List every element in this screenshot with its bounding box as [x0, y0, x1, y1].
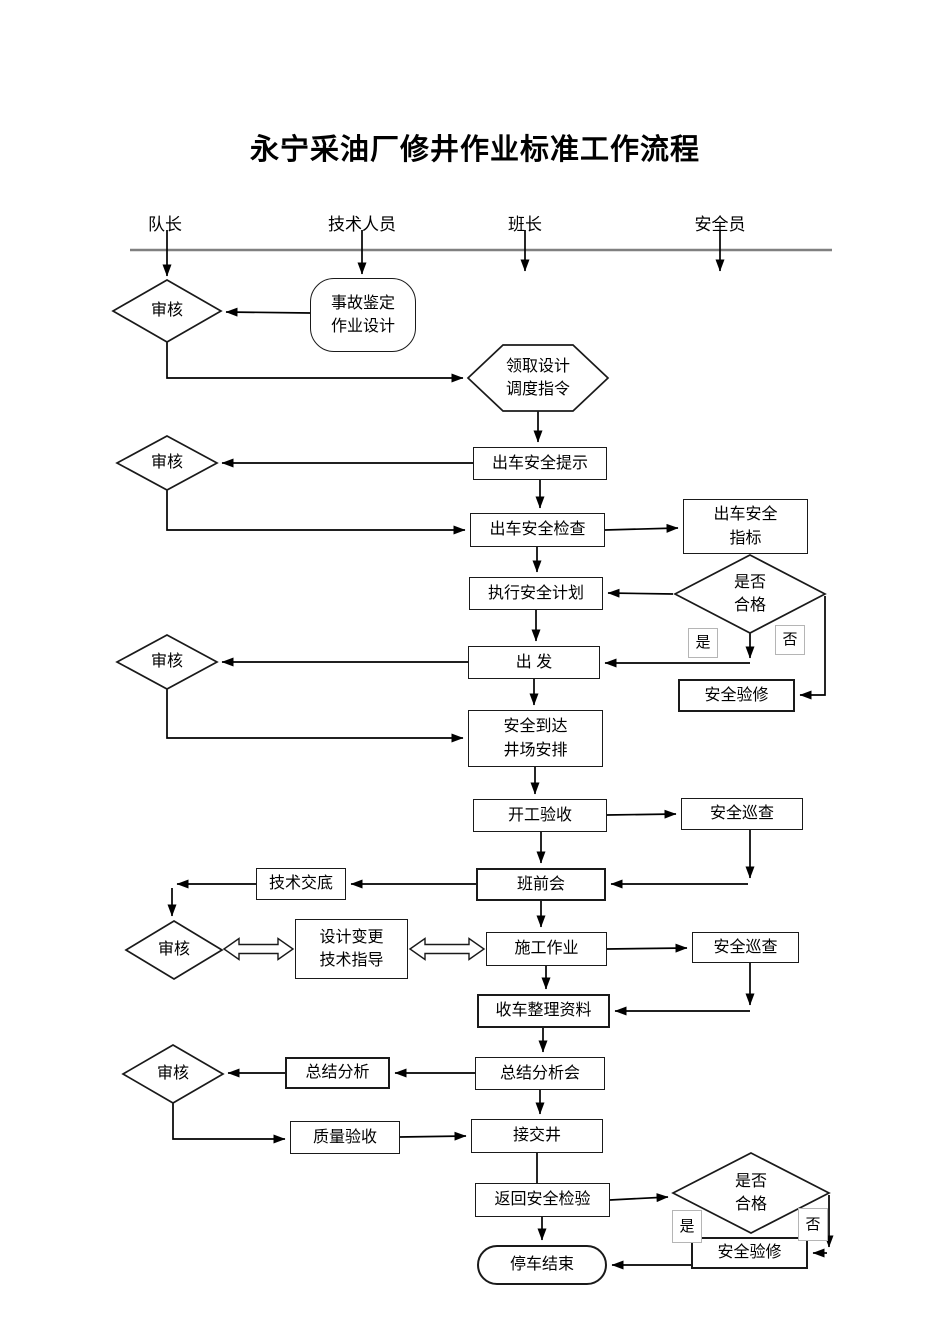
node-tech-briefing: 技术交底 [256, 868, 346, 900]
diamond-review-5 [121, 1044, 225, 1104]
node-depart-tip: 出车安全提示 [473, 447, 607, 480]
lane-safety-officer: 安全员 [694, 214, 746, 234]
node-return-check: 返回安全检验 [475, 1183, 610, 1217]
edge-construction-to-patrol2 [606, 943, 688, 953]
edge-return-to-qualified2 [609, 1193, 669, 1203]
node-arrive-site: 安全到达 井场安排 [468, 710, 603, 767]
lane-technician: 技术人员 [328, 214, 396, 234]
label-no-1: 否 [775, 625, 805, 655]
edge-review2-to-depart-check [166, 490, 466, 535]
diamond-qualified-1 [673, 554, 827, 634]
node-pack-up: 收车整理资料 [477, 994, 610, 1028]
diamond-review-2 [115, 435, 219, 491]
node-summary-analysis: 总结分析 [285, 1057, 390, 1089]
diamond-review-3 [115, 634, 219, 690]
label-qualified-1: 是否 合格 [733, 573, 766, 614]
edge-review5-to-quality [172, 1103, 286, 1144]
node-safety-patrol-2: 安全巡查 [692, 932, 799, 963]
diamond-review-1 [111, 279, 223, 343]
hexagon-receive-order [466, 344, 610, 412]
label-review-4: 审核 [157, 941, 190, 959]
label-no-2: 否 [798, 1208, 828, 1241]
node-start-acceptance: 开工验收 [473, 799, 607, 832]
edge-qualified1-to-exec [607, 588, 674, 598]
label-yes-2: 是 [672, 1210, 702, 1243]
node-stop-end: 停车结束 [477, 1245, 607, 1285]
node-exec-plan: 执行安全计划 [469, 577, 603, 610]
label-review-2: 审核 [150, 454, 183, 472]
node-accident-design: 事故鉴定 作业设计 [310, 278, 416, 352]
edge-review1-to-receive [166, 342, 464, 383]
node-depart-check: 出车安全检查 [470, 513, 605, 547]
lane-monitor: 班长 [508, 214, 542, 234]
label-yes-1: 是 [688, 628, 718, 658]
node-summary-meeting: 总结分析会 [475, 1057, 605, 1090]
label-review-1: 审核 [150, 302, 183, 320]
node-depart-index: 出车安全 指标 [683, 499, 808, 554]
diamond-review-4 [124, 920, 224, 980]
label-qualified-2: 是否 合格 [734, 1172, 767, 1213]
node-design-change: 设计变更 技术指导 [295, 919, 408, 979]
label-review-3: 审核 [150, 653, 183, 671]
lane-leader: 队长 [148, 214, 182, 234]
double-arrow-design-change-construction [408, 937, 486, 961]
node-safety-patrol-1: 安全巡查 [681, 798, 803, 830]
label-review-5: 审核 [156, 1065, 189, 1083]
node-quality-acceptance: 质量验收 [290, 1121, 400, 1154]
node-depart: 出 发 [468, 646, 600, 679]
edge-quality-to-handover [399, 1131, 467, 1141]
edge-accident-to-review1 [225, 307, 311, 317]
edge-qualified1-no-to-repair1 [799, 596, 826, 700]
diamond-qualified-2 [671, 1152, 831, 1234]
node-safety-repair-2: 安全验修 [691, 1237, 808, 1269]
edge-start-to-patrol1 [606, 809, 677, 819]
node-pre-shift-meeting: 班前会 [476, 868, 606, 901]
label-receive-order: 领取设计 调度指令 [505, 357, 570, 398]
edge-review3-to-arrive [166, 689, 464, 743]
node-well-handover: 接交井 [471, 1119, 603, 1153]
node-construction: 施工作业 [486, 932, 607, 966]
node-safety-repair-1: 安全验修 [678, 679, 795, 712]
page-title: 永宁采油厂修井作业标准工作流程 [249, 134, 700, 166]
edge-depart-check-to-index [604, 523, 679, 533]
double-arrow-review4-design-change [222, 937, 295, 961]
